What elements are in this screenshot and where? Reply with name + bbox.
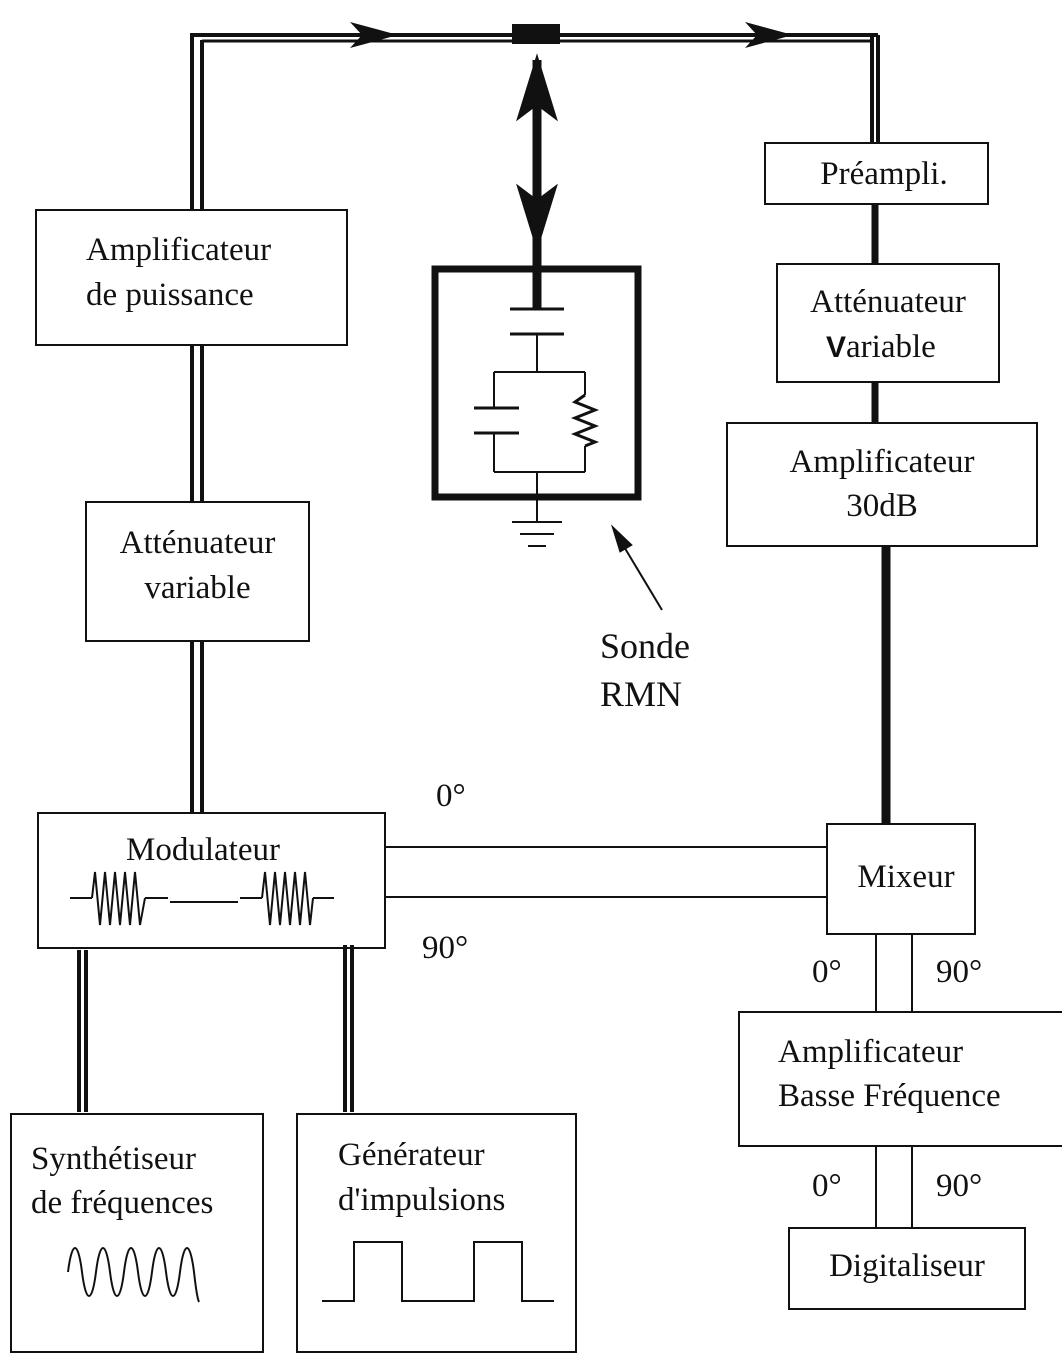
junction-block bbox=[512, 24, 560, 44]
pulse-generator-label-2: d'impulsions bbox=[338, 1182, 506, 1218]
modulator-block bbox=[37, 812, 386, 949]
coil-icon bbox=[70, 871, 334, 926]
pulse-generator-label-1: Générateur bbox=[338, 1137, 485, 1173]
arrow-icon bbox=[350, 22, 793, 48]
amp-30db-label-1: Amplificateur bbox=[789, 444, 975, 480]
tx-attenuator-label-2: variable bbox=[144, 570, 251, 606]
phase-label-mod-90: 90° bbox=[422, 930, 469, 966]
synthesizer-label-1: Synthétiseur bbox=[31, 1141, 196, 1177]
power-amplifier-label-2: de puissance bbox=[86, 277, 254, 313]
digitizer-block bbox=[788, 1227, 1026, 1310]
power-amplifier-block bbox=[35, 209, 348, 346]
tx-attenuator-block bbox=[85, 501, 310, 642]
probe-circuit bbox=[474, 307, 600, 547]
mixer-label: Mixeur bbox=[857, 859, 955, 895]
synthesizer-label-2: de fréquences bbox=[31, 1185, 214, 1221]
phase-label-mixer-90: 90° bbox=[936, 954, 983, 990]
rx-attenuator-block bbox=[776, 263, 1000, 383]
lf-amplifier-label-2: Basse Fréquence bbox=[778, 1078, 1001, 1114]
preamp-label: Préampli. bbox=[820, 156, 948, 192]
rx-attenuator-label-2: Variable bbox=[826, 325, 936, 370]
amp-30db-label-2: 30dB bbox=[846, 488, 918, 524]
phase-label-mixer-0: 0° bbox=[812, 954, 842, 990]
modulator-label: Modulateur bbox=[126, 832, 280, 868]
sine-wave-icon bbox=[67, 1247, 200, 1303]
probe-label-1: Sonde bbox=[600, 626, 690, 666]
probe-label-2: RMN bbox=[600, 674, 683, 714]
tx-attenuator-label-1: Atténuateur bbox=[119, 525, 276, 561]
rx-attenuator-label-1: Atténuateur bbox=[810, 284, 966, 320]
pulse-train-icon bbox=[322, 1241, 554, 1302]
rx-attenuator-initial: V bbox=[826, 331, 847, 364]
tx-signal-path bbox=[77, 33, 913, 1228]
rx-attenuator-rest: ariable bbox=[846, 329, 936, 365]
amp-30db-block bbox=[726, 422, 1038, 547]
pointer-arrow-icon bbox=[610, 524, 663, 611]
mixer-block bbox=[826, 823, 976, 935]
phase-label-mod-0: 0° bbox=[436, 778, 466, 814]
power-amplifier-label-1: Amplificateur bbox=[86, 232, 272, 268]
phase-label-lf-90: 90° bbox=[936, 1168, 983, 1204]
phase-label-lf-0: 0° bbox=[812, 1168, 842, 1204]
lf-amplifier-block bbox=[738, 1011, 1062, 1147]
lf-amplifier-label-1: Amplificateur bbox=[778, 1034, 964, 1070]
digitizer-label: Digitaliseur bbox=[829, 1248, 985, 1284]
preamp-block bbox=[764, 142, 989, 205]
